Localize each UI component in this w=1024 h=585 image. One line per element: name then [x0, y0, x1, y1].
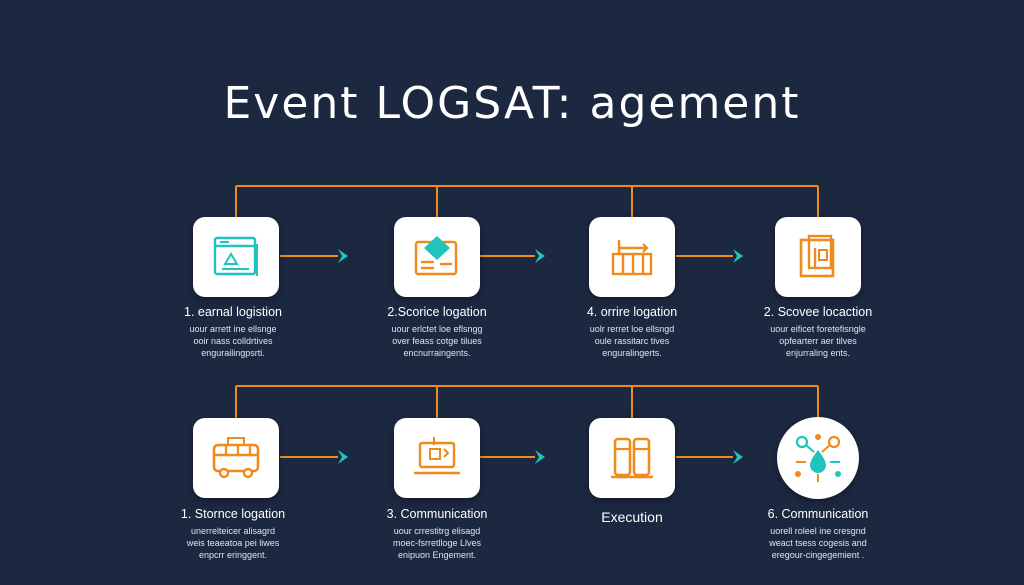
arrow-head [733, 249, 743, 263]
node-label-2: 2.Scorice logation uour erlctet loe efls… [347, 305, 527, 359]
node-label-6: 3. Communication uour crrestitrg elisagd… [347, 507, 527, 561]
arrow-head [338, 450, 348, 464]
node-label-8: 6. Communication uorell roleel ine cresg… [728, 507, 908, 561]
node-name: 2. Scovee locaction [763, 305, 873, 319]
node-desc-line: uorell roleel ine cresgnd [770, 526, 866, 536]
node-desc-line: over feass cotge tilues [392, 336, 482, 346]
node-card-8 [777, 417, 859, 499]
arrow-head [535, 249, 545, 263]
node-card-3 [589, 217, 675, 297]
network-drop-icon [795, 434, 841, 482]
node-desc-line: encnurraingents. [403, 348, 471, 358]
node-name: 3. Communication [386, 507, 488, 521]
node-card-7 [589, 418, 675, 498]
node-desc-line: engurailingpsrti. [201, 348, 265, 358]
node-desc-line: oule rassitarc tives [594, 336, 670, 346]
node-desc-line: enipuon Engement. [397, 550, 477, 560]
factory-arrows-icon [611, 240, 653, 276]
node-name: 2.Scorice logation [387, 305, 487, 319]
stacked-panels-icon [799, 234, 835, 278]
arrow-head [535, 450, 545, 464]
node-label-1: 1. earnal logistion uour arrett ine ells… [143, 305, 323, 359]
node-desc-line: enguralingerts. [602, 348, 662, 358]
node-desc-line: uour erlctet loe eflsngg [391, 324, 483, 334]
node-desc-line: eregour-cingegemient . [771, 550, 865, 560]
node-desc-line: moec-fsrretlloge Llves [392, 538, 482, 548]
diagram-title: Event LOGSAT: agement [223, 78, 801, 129]
node-name: 1. Stornce logation [180, 507, 286, 521]
node-card-6 [394, 418, 480, 498]
node-card-1 [193, 217, 279, 297]
node-desc-line: weact tsess cogesis and [769, 538, 867, 548]
arrow-head [733, 450, 743, 464]
server-racks-icon [611, 437, 653, 479]
node-desc-line: enpcrr eringgent. [198, 550, 268, 560]
node-desc-line: uour crrestitrg elisagd [393, 526, 481, 536]
node-label-4: 2. Scovee locaction uour eificet foretef… [728, 305, 908, 359]
node-desc-line: opfearterr aer tilves [779, 336, 857, 346]
document-diamond-icon [414, 236, 458, 276]
node-desc-line: unerrelteicer alisagrd [190, 526, 276, 536]
node-name: 4. orrire logation [586, 305, 678, 319]
node-desc-line: weis teaeatoa pei liwes [186, 538, 280, 548]
arrow-head [338, 249, 348, 263]
node-desc-line: enjurraling ents. [785, 348, 851, 358]
laptop-transfer-icon [414, 437, 460, 475]
node-label-7: Execution [542, 509, 722, 525]
node-card-4 [775, 217, 861, 297]
node-name: 1. earnal logistion [184, 305, 282, 319]
node-desc-line: uolr rerret loe ellsngd [589, 324, 675, 334]
node-desc-line: ooir nass colldrtives [193, 336, 273, 346]
node-label-3: 4. orrire logation uolr rerret loe ellsn… [542, 305, 722, 359]
node-label-5: 1. Stornce logation unerrelteicer alisag… [143, 507, 323, 561]
bus-icon [212, 437, 260, 479]
node-name: 6. Communication [767, 507, 869, 521]
node-desc-line: uour eificet foretefisngle [770, 324, 866, 334]
browser-window-icon [213, 236, 258, 276]
node-card-2 [394, 217, 480, 297]
node-desc-line: uour arrett ine ellsnge [189, 324, 277, 334]
node-card-5 [193, 418, 279, 498]
node-name: Execution [601, 509, 663, 525]
